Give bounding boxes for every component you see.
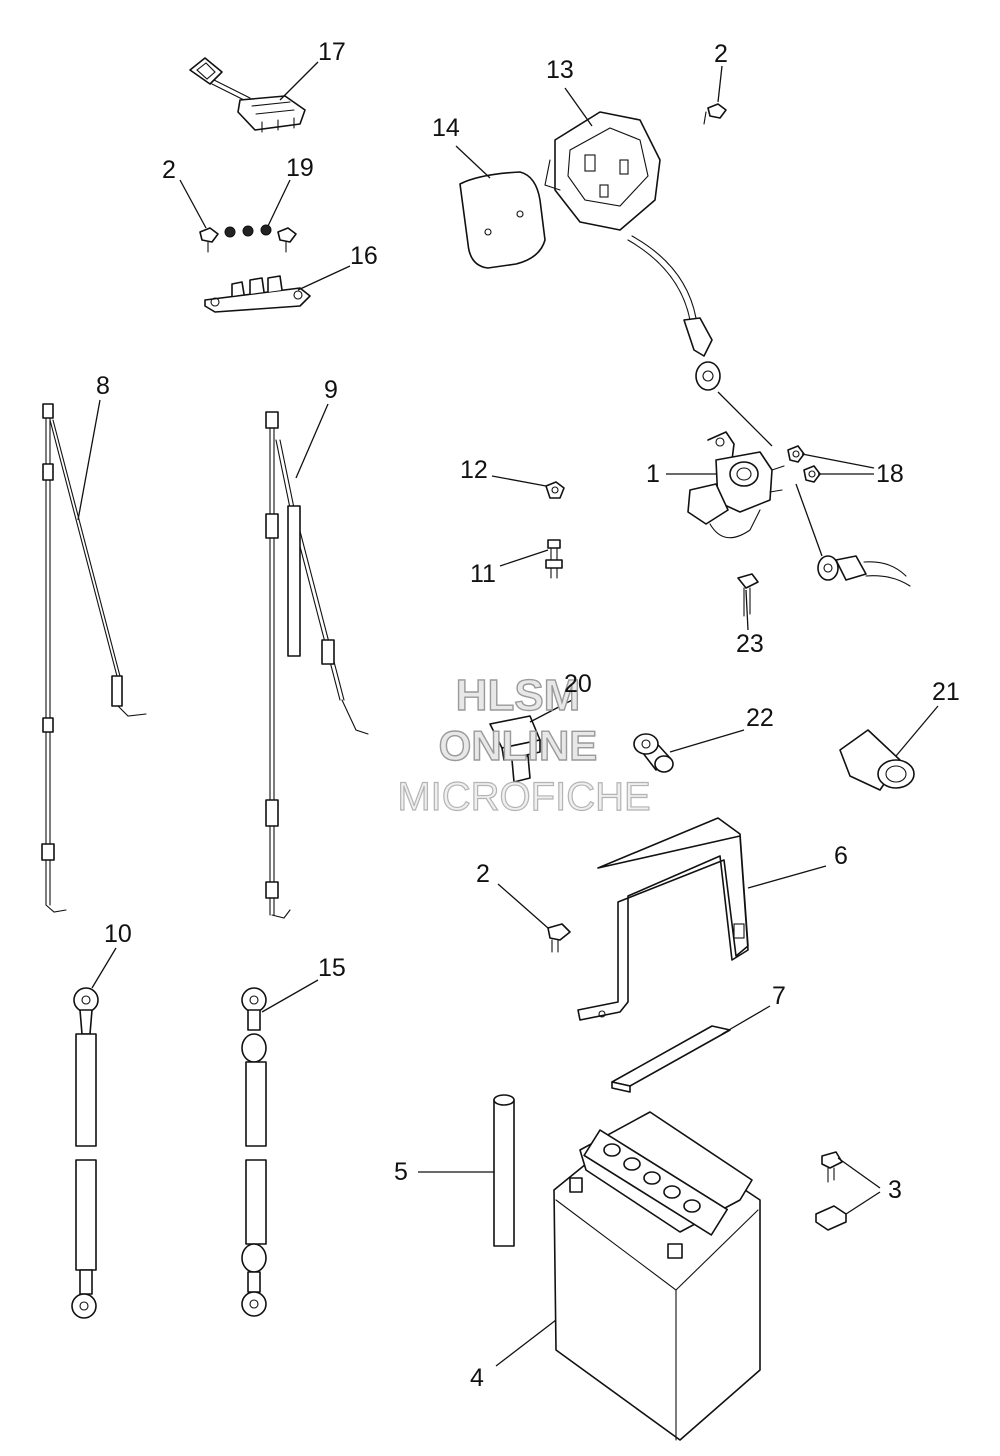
callout-9: 9 bbox=[324, 376, 338, 404]
leader-lines bbox=[77, 61, 939, 1367]
part-11-stud-bolt bbox=[545, 539, 563, 579]
part-6-hold-down-bracket bbox=[577, 817, 749, 1021]
part-2-bolt-bracket bbox=[547, 923, 571, 953]
callout-2-top-right: 2 bbox=[714, 40, 728, 68]
part-21-terminal-boot bbox=[839, 729, 915, 791]
part-16-terminal-block bbox=[204, 275, 311, 313]
callout-8: 8 bbox=[96, 372, 110, 400]
part-4-battery bbox=[553, 1111, 761, 1441]
part-2-bolt-left bbox=[199, 227, 297, 253]
part-7-battery-pad bbox=[611, 1025, 731, 1093]
callout-4: 4 bbox=[470, 1364, 484, 1392]
watermark-line-2: ONLINE bbox=[439, 722, 598, 769]
watermark-line-3: MICROFICHE bbox=[397, 775, 650, 819]
callout-17: 17 bbox=[318, 38, 346, 66]
part-5-vent-tube bbox=[493, 1094, 515, 1247]
callout-22: 22 bbox=[746, 704, 774, 732]
part-17-connector-cover bbox=[189, 57, 306, 133]
part-15-battery-cable bbox=[241, 987, 267, 1317]
callout-7: 7 bbox=[772, 982, 786, 1010]
part-12-flange-nut bbox=[545, 481, 565, 499]
callout-6: 6 bbox=[834, 842, 848, 870]
watermark: HLSM ONLINE MICROFICHE bbox=[397, 670, 652, 819]
callout-10: 10 bbox=[104, 920, 132, 948]
part-14-cover-plate bbox=[459, 171, 546, 269]
part-1-starter-solenoid bbox=[687, 431, 785, 539]
callout-2-left: 2 bbox=[162, 156, 176, 184]
callout-23: 23 bbox=[736, 630, 764, 658]
callout-5: 5 bbox=[394, 1158, 408, 1186]
callout-11: 11 bbox=[470, 560, 496, 588]
part-20-fuse-holder bbox=[489, 715, 541, 783]
part-8-throttle-cable bbox=[41, 403, 147, 913]
callout-labels: 17 2 19 16 14 13 2 8 9 12 1 18 11 23 20 … bbox=[96, 38, 960, 1392]
part-10-battery-cable bbox=[71, 987, 99, 1319]
part-13-relay-box bbox=[544, 111, 661, 231]
part-9-choke-cable bbox=[265, 411, 369, 919]
callout-15: 15 bbox=[318, 954, 346, 982]
part-3-terminal-bolt-nut bbox=[815, 1151, 847, 1231]
watermark-line-1: HLSM bbox=[456, 671, 581, 720]
callout-1: 1 bbox=[646, 460, 660, 488]
callout-21: 21 bbox=[932, 678, 960, 706]
callout-20: 20 bbox=[564, 670, 592, 698]
part-23-bolt bbox=[737, 573, 759, 617]
callout-14: 14 bbox=[432, 114, 460, 142]
callout-18: 18 bbox=[876, 460, 904, 488]
part-18-nuts bbox=[787, 445, 821, 483]
callout-3: 3 bbox=[888, 1176, 902, 1204]
callout-12: 12 bbox=[460, 456, 488, 484]
callout-13: 13 bbox=[546, 56, 574, 84]
callout-16: 16 bbox=[350, 242, 378, 270]
part-2-bolt-top-right bbox=[703, 103, 727, 125]
part-19-grommets bbox=[224, 224, 272, 238]
starter-cable bbox=[817, 555, 911, 587]
ground-cable bbox=[627, 235, 721, 391]
callout-2-bracket: 2 bbox=[476, 860, 490, 888]
callout-19: 19 bbox=[286, 154, 314, 182]
part-22-terminal-boot bbox=[633, 733, 674, 773]
